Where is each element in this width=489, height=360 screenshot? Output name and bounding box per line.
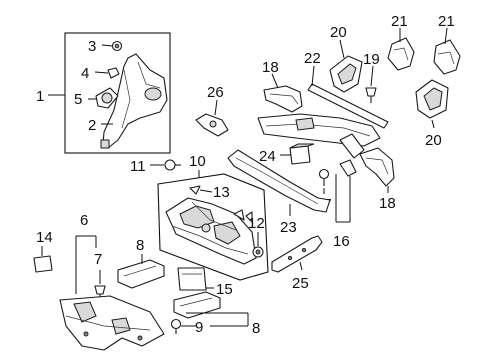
floor-rail-25 xyxy=(271,235,323,273)
callout-23: 23 xyxy=(280,219,297,236)
rail-23 xyxy=(227,149,331,216)
floor-panel-group: 10 13 12 xyxy=(157,153,269,281)
clip-9 xyxy=(170,312,249,334)
leader-16 xyxy=(335,159,357,223)
callout-21-right: 21 xyxy=(438,13,455,30)
group-box-1 xyxy=(64,32,171,154)
pad-8-upper xyxy=(117,254,165,289)
push-clip-19 xyxy=(365,65,377,103)
speaker-grille-5 xyxy=(88,87,119,109)
pad-15 xyxy=(177,267,214,291)
callout-6: 6 xyxy=(80,212,88,229)
block-24 xyxy=(280,143,315,165)
grommet-12 xyxy=(252,232,264,258)
bracket-18-right xyxy=(359,147,395,193)
callout-18-top: 18 xyxy=(262,59,279,76)
tab-a xyxy=(233,209,245,221)
clip-7 xyxy=(94,270,106,300)
callout-21-left: 21 xyxy=(391,13,408,30)
group-box-10 xyxy=(157,173,269,281)
callout-3: 3 xyxy=(88,38,96,55)
callout-26: 26 xyxy=(207,84,224,101)
callout-19: 19 xyxy=(363,51,380,68)
clip-4 xyxy=(94,67,120,79)
push-pin-11 xyxy=(150,159,181,171)
clip-13 xyxy=(189,185,201,195)
callout-11: 11 xyxy=(130,158,146,175)
bracket-21-right xyxy=(433,27,461,75)
floor-trim-6 xyxy=(59,295,165,351)
callout-9: 9 xyxy=(195,319,203,336)
clip-3 xyxy=(101,40,123,52)
callout-14: 14 xyxy=(36,229,53,246)
callout-16: 16 xyxy=(333,233,350,250)
pad-8-lower xyxy=(173,291,221,319)
rear-crossmember xyxy=(257,113,381,159)
callout-20-top: 20 xyxy=(330,24,347,41)
trim-pad-20-lower xyxy=(415,79,449,129)
callout-12: 12 xyxy=(248,215,265,232)
trim-clip-tab xyxy=(100,139,110,149)
callout-2: 2 xyxy=(88,117,96,134)
callout-1: 1 xyxy=(36,88,44,105)
callout-8-bottom: 8 xyxy=(252,320,260,337)
callout-4: 4 xyxy=(81,65,89,82)
bracket-26 xyxy=(195,99,229,137)
callout-24: 24 xyxy=(259,148,276,165)
tab-b xyxy=(245,211,253,223)
bracket-21-left xyxy=(387,28,415,71)
callout-20-bottom: 20 xyxy=(425,132,442,149)
callout-18-bottom: 18 xyxy=(379,195,396,212)
callout-5: 5 xyxy=(74,91,82,108)
clip-17 xyxy=(318,168,330,194)
leader-6 xyxy=(75,235,97,294)
callout-15: 15 xyxy=(216,281,233,298)
callout-7: 7 xyxy=(94,251,102,268)
bracket-18-left xyxy=(263,73,303,113)
callout-8-top: 8 xyxy=(136,237,144,254)
trim-opening xyxy=(144,87,162,101)
quarter-trim-group: 1 3 4 5 2 xyxy=(36,32,171,154)
pad-14 xyxy=(33,246,53,273)
callout-25: 25 xyxy=(292,275,309,292)
floor-panel xyxy=(165,197,257,265)
callout-22: 22 xyxy=(304,50,321,67)
callout-13: 13 xyxy=(213,184,230,201)
trim-pad-20-upper xyxy=(329,39,363,93)
support-bar-22 xyxy=(307,65,389,129)
callout-10: 10 xyxy=(189,153,206,170)
